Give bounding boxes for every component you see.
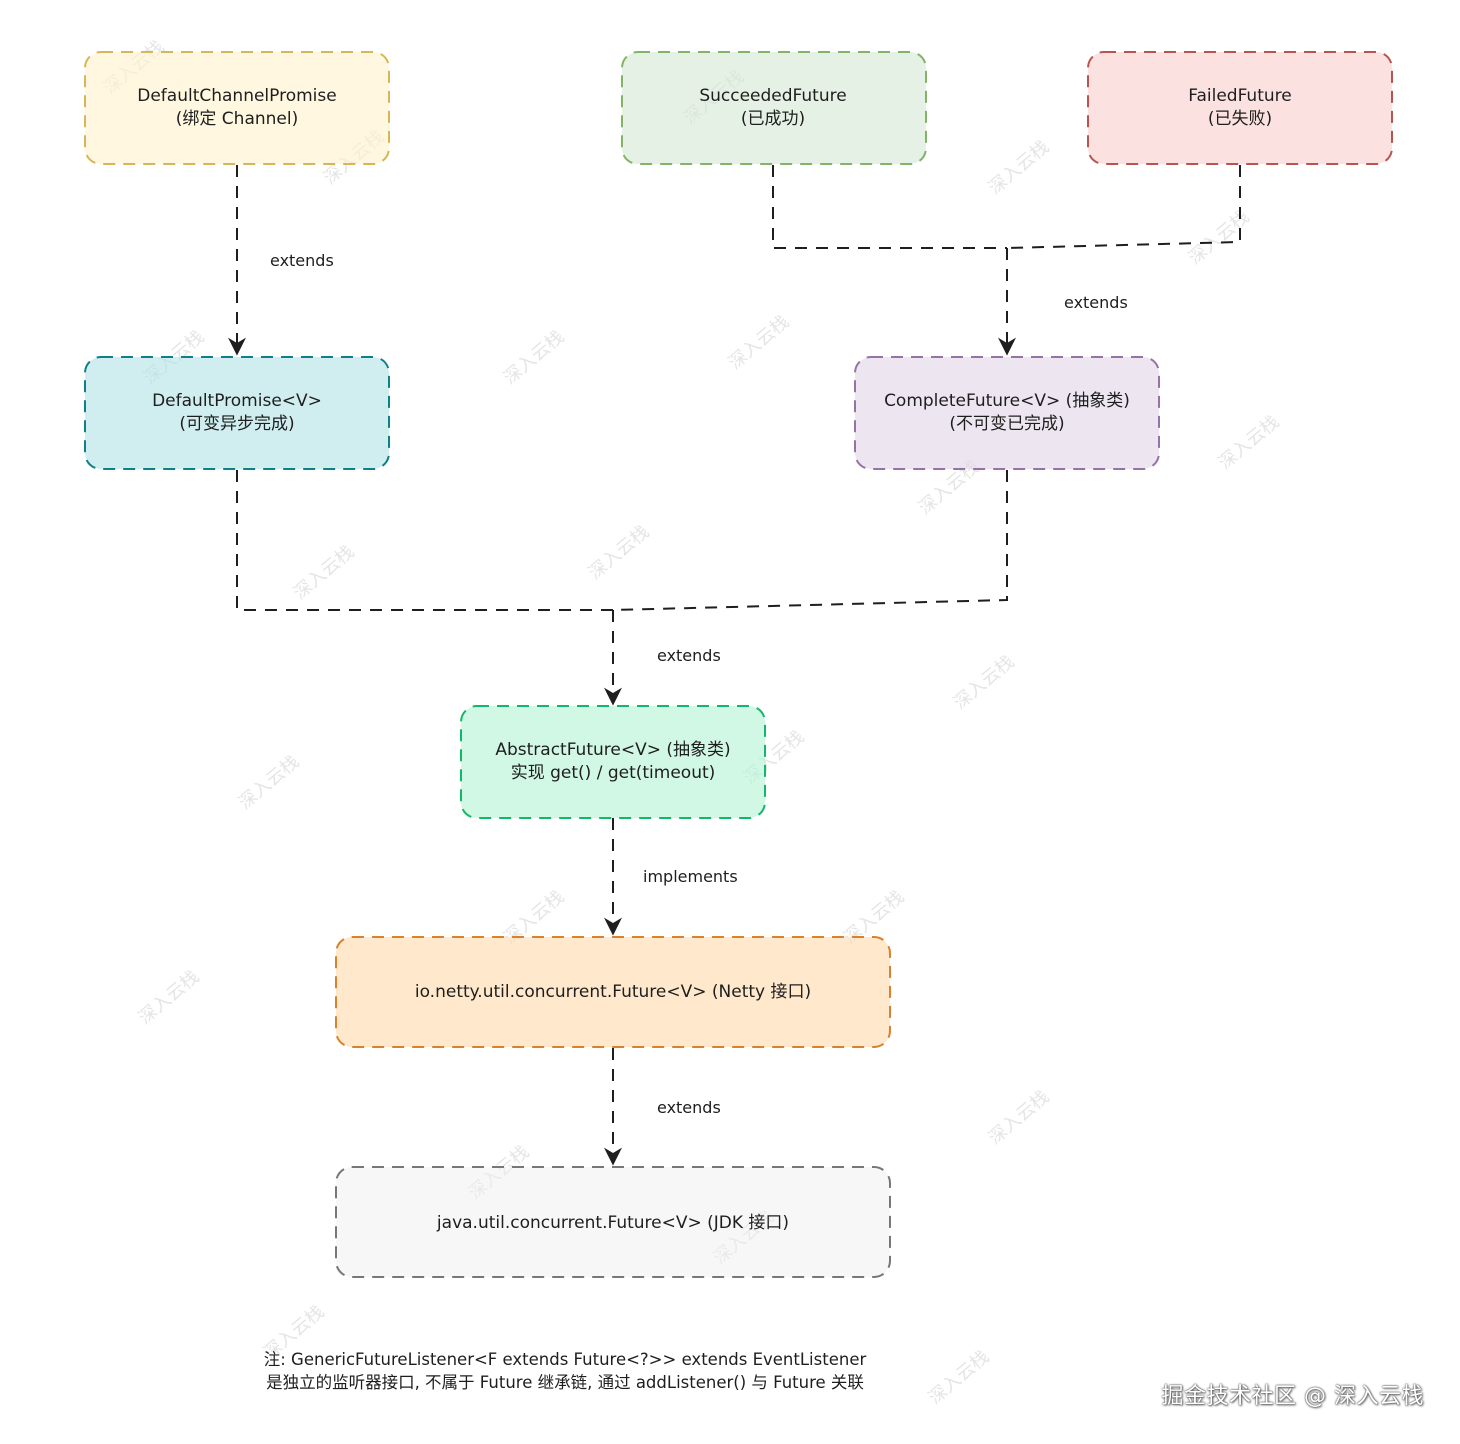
- footnote-line-2: 是独立的监听器接口, 不属于 Future 继承链, 通过 addListene…: [266, 1373, 864, 1392]
- watermark: 深入云栈: [290, 541, 359, 603]
- edge-completefuture-to-join: [612, 470, 1008, 611]
- footnote: 注: GenericFutureListener<F extends Futur…: [150, 1348, 980, 1394]
- edge-label: extends: [657, 1098, 721, 1117]
- credit-watermark: 掘金技术社区 @ 深入云栈: [1161, 1384, 1424, 1409]
- node-subtitle: (已失败): [1208, 109, 1272, 129]
- node-default-promise: DefaultPromise<V> (可变异步完成): [84, 356, 390, 470]
- node-succeeded-future: SucceededFuture (已成功): [621, 51, 927, 165]
- edge-label: extends: [1064, 293, 1128, 312]
- node-box: [84, 356, 390, 470]
- footnote-line-1: 注: GenericFutureListener<F extends Futur…: [263, 1350, 867, 1369]
- node-netty-future: io.netty.util.concurrent.Future<V> (Nett…: [335, 936, 891, 1048]
- node-title: SucceededFuture: [699, 86, 846, 106]
- edge-succeededfuture-to-join: [772, 165, 1007, 249]
- node-jdk-future: java.util.concurrent.Future<V> (JDK 接口): [335, 1166, 891, 1278]
- node-default-channel-promise: DefaultChannelPromise (绑定 Channel): [84, 51, 390, 165]
- node-title: CompleteFuture<V> (抽象类): [884, 391, 1130, 411]
- node-subtitle: 实现 get() / get(timeout): [511, 763, 716, 783]
- connector-layer: [228, 165, 1241, 1166]
- node-subtitle: (已成功): [741, 109, 805, 129]
- node-subtitle: (不可变已完成): [949, 414, 1064, 434]
- node-subtitle: (可变异步完成): [179, 414, 294, 434]
- node-subtitle: (绑定 Channel): [176, 109, 298, 129]
- node-title: DefaultPromise<V>: [152, 391, 322, 411]
- node-title: FailedFuture: [1188, 86, 1291, 106]
- edge-label: implements: [643, 867, 738, 886]
- watermark: 深入云栈: [985, 1086, 1054, 1148]
- edge-label-layer: extends extends extends implements exten…: [270, 251, 1128, 1117]
- node-box: [335, 1166, 891, 1278]
- node-box: [460, 705, 766, 819]
- edge-label: extends: [657, 646, 721, 665]
- watermark: 深入云栈: [235, 751, 304, 813]
- node-title: AbstractFuture<V> (抽象类): [495, 740, 730, 760]
- watermark: 深入云栈: [1185, 206, 1254, 268]
- watermark: 深入云栈: [985, 136, 1054, 198]
- node-box: [84, 51, 390, 165]
- edge-label: extends: [270, 251, 334, 270]
- edge-failedfuture-to-join: [1006, 165, 1241, 249]
- watermark: 深入云栈: [585, 521, 654, 583]
- node-title: java.util.concurrent.Future<V> (JDK 接口): [436, 1213, 789, 1233]
- node-box: [621, 51, 927, 165]
- node-box: [854, 356, 1160, 470]
- watermark: 深入云栈: [135, 966, 204, 1028]
- node-abstract-future: AbstractFuture<V> (抽象类) 实现 get() / get(t…: [460, 705, 766, 819]
- watermark: 深入云栈: [1215, 411, 1284, 473]
- watermark: 深入云栈: [725, 311, 794, 373]
- node-box: [1087, 51, 1393, 165]
- node-failed-future: FailedFuture (已失败): [1087, 51, 1393, 165]
- node-title: io.netty.util.concurrent.Future<V> (Nett…: [415, 982, 811, 1002]
- node-title: DefaultChannelPromise: [137, 86, 336, 106]
- node-box: [335, 936, 891, 1048]
- watermark: 深入云栈: [500, 326, 569, 388]
- node-complete-future: CompleteFuture<V> (抽象类) (不可变已完成): [854, 356, 1160, 470]
- watermark: 深入云栈: [950, 651, 1019, 713]
- edge-defaultpromise-to-join: [236, 470, 613, 611]
